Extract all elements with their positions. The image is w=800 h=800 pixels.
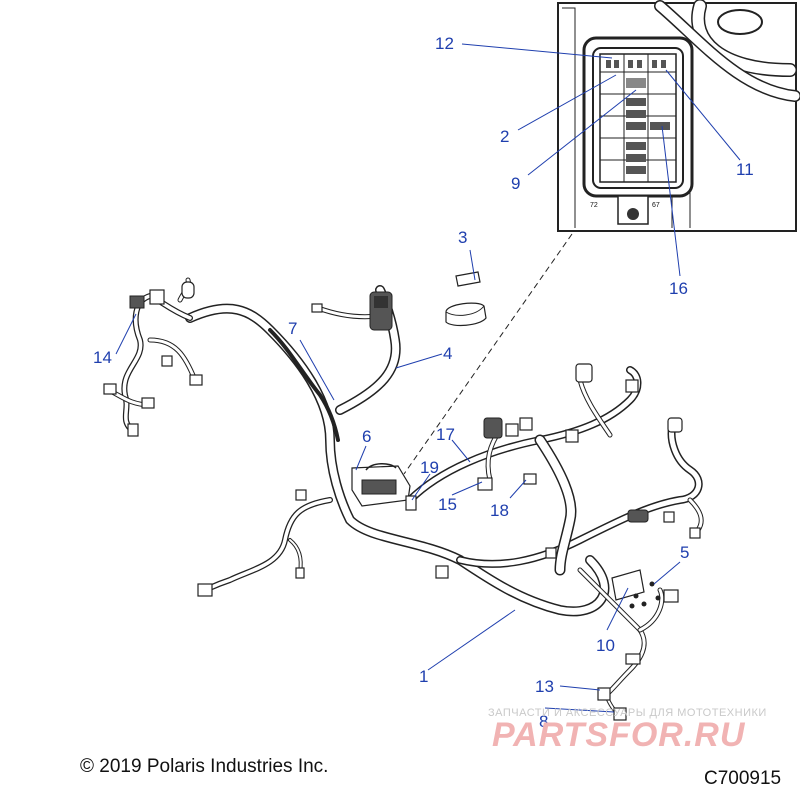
callout-labels: 1 2 3 4 5 6 7 8 9 10 11 12 13 14 15 16 1… bbox=[93, 34, 754, 731]
callout-6: 6 bbox=[362, 427, 371, 446]
callout-12: 12 bbox=[435, 34, 454, 53]
callout-13: 13 bbox=[535, 677, 554, 696]
callout-10: 10 bbox=[596, 636, 615, 655]
main-harness bbox=[105, 277, 704, 717]
inset-label-left: 72 bbox=[590, 202, 598, 209]
callout-4: 4 bbox=[443, 344, 452, 363]
callout-15: 15 bbox=[438, 495, 457, 514]
callout-9: 9 bbox=[511, 174, 520, 193]
callout-14: 14 bbox=[93, 348, 112, 367]
inset-label-right: 67 bbox=[652, 202, 660, 209]
figure-code: C700915 bbox=[704, 768, 782, 789]
copyright-notice: © 2019 Polaris Industries Inc. bbox=[80, 756, 329, 777]
callout-3: 3 bbox=[458, 228, 467, 247]
callout-19: 19 bbox=[420, 458, 439, 477]
callout-1: 1 bbox=[419, 667, 428, 686]
watermark-tagline: ЗАПЧАСТИ И АКСЕССУАРЫ ДЛЯ МОТОТЕХНИКИ bbox=[488, 707, 767, 719]
watermark-logo: PARTSFOR.RU bbox=[492, 716, 746, 754]
components bbox=[103, 271, 701, 721]
callout-17: 17 bbox=[436, 425, 455, 444]
callout-8: 8 bbox=[539, 712, 548, 731]
callout-7: 7 bbox=[288, 319, 297, 338]
callout-2: 2 bbox=[500, 127, 509, 146]
callout-16: 16 bbox=[669, 279, 688, 298]
callout-11: 11 bbox=[736, 160, 754, 179]
fuse-box-inset: 72 67 bbox=[461, 0, 800, 277]
callout-5: 5 bbox=[680, 543, 689, 562]
detail-reference-line bbox=[403, 233, 573, 475]
callout-18: 18 bbox=[490, 501, 509, 520]
leader-lines bbox=[115, 249, 681, 713]
